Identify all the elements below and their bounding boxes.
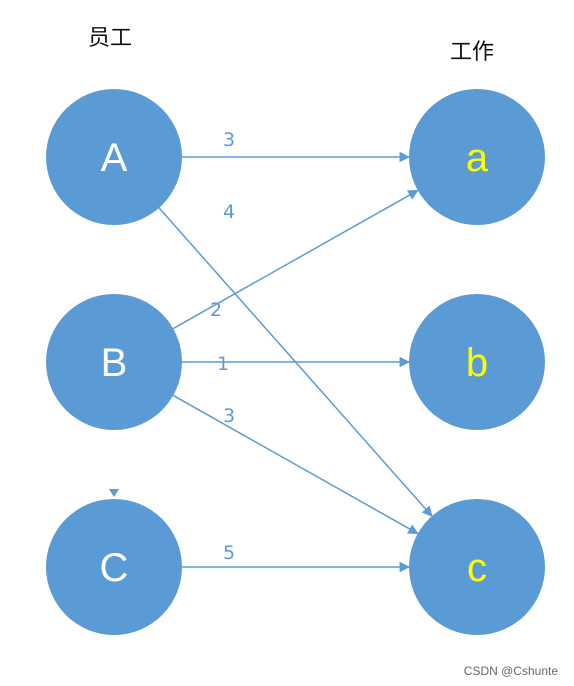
employees-header: 员工 [88, 26, 133, 51]
node-label: a [466, 136, 489, 180]
job-node-c: c [409, 499, 545, 635]
edge-weight-B-a: 2 [210, 299, 222, 321]
edge-weight-C-c: 5 [223, 542, 235, 564]
edge-weight-B-b: 1 [217, 353, 229, 375]
node-label: b [466, 341, 488, 385]
node-label: c [467, 546, 487, 590]
weight-labels-layer: 3 4 2 1 3 5 [210, 129, 235, 564]
edge-weight-B-c: 3 [223, 405, 235, 427]
edge-weight-A-c: 4 [223, 201, 235, 223]
node-label: A [101, 136, 128, 180]
node-circle [409, 89, 545, 225]
edge-weight-A-a: 3 [223, 129, 235, 151]
employee-node-B: B [46, 294, 182, 430]
node-label: C [100, 546, 129, 590]
node-circle [409, 499, 545, 635]
watermark: CSDN @Cshunte [463, 664, 558, 678]
edge-B-c [172, 394, 419, 535]
edges-layer [158, 151, 433, 573]
node-label: B [101, 341, 128, 385]
node-circle [46, 89, 182, 225]
node-circle [46, 499, 182, 635]
job-node-b: b [409, 294, 545, 430]
nodes-layer: A B Ca b c [46, 89, 545, 635]
node-circle [409, 294, 545, 430]
edge-B-a [172, 189, 419, 330]
employee-node-A: A [46, 89, 182, 225]
small-marker-icon [109, 489, 119, 497]
node-circle [46, 294, 182, 430]
jobs-header: 工作 [450, 40, 495, 65]
employee-node-C: C [46, 499, 182, 635]
job-node-a: a [409, 89, 545, 225]
